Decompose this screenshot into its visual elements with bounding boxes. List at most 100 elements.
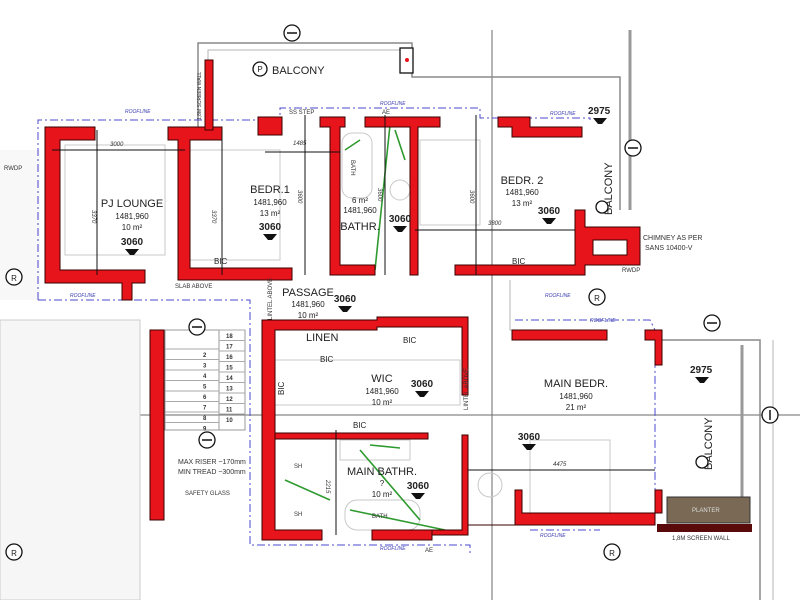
stair-step-number: 9 <box>203 427 207 433</box>
roofline-label: ROOFLINE <box>380 546 406 552</box>
dim-lounge-width: 3000 <box>110 142 124 148</box>
safety-glass-note: SAFETY GLASS <box>185 491 230 497</box>
roofline-label: ROOFLINE <box>540 533 566 539</box>
chimney-note: CHIMNEY AS PER <box>643 235 702 242</box>
wall-pj-lounge <box>44 126 146 301</box>
room-level: 1481,960 <box>343 206 377 215</box>
level-marker-icon <box>393 226 407 232</box>
lintel-above-note: LINTEL ABOVE <box>464 368 470 410</box>
dim-main-bathr-depth: 2215 <box>324 479 330 494</box>
floor-level: 3060 <box>121 237 144 248</box>
floor-level: 2975 <box>588 106 611 117</box>
grid-marker-r: R <box>5 268 23 286</box>
room-name: BEDR.1 <box>250 184 290 196</box>
room-pj-lounge: PJ LOUNGE 1481,960 10 m² 3060 <box>101 198 163 255</box>
annotations: BIC BIC BIC BIC BIC BIC LINEN SH SH BATH… <box>4 72 730 554</box>
room-main-bedr: MAIN BEDR. 1481,960 21 m² 3060 <box>518 378 608 450</box>
floor-level: 3060 <box>518 432 541 443</box>
ae-note: AE <box>382 110 390 116</box>
stair-step-number: 15 <box>226 366 233 372</box>
stair-step-number: 18 <box>226 334 233 340</box>
wall-main-bedr-top <box>511 329 663 366</box>
level-marker-icon <box>593 118 607 124</box>
planter <box>666 496 751 524</box>
room-area: 10 m² <box>298 311 319 320</box>
room-bedr1: BEDR.1 1481,960 13 m² 3060 <box>250 184 290 240</box>
room-passage: PASSAGE 1481,960 10 m² 3060 <box>282 287 356 320</box>
min-tread-note: MIN TREAD ~300mm <box>178 469 246 476</box>
room-main-bathr: MAIN BATHR. ? 10 m² 3060 <box>347 466 430 499</box>
room-area: 13 m² <box>512 199 533 208</box>
grid-marker-r: R <box>603 543 621 561</box>
lintel-above-note: LINTEL ABOVE <box>268 278 274 320</box>
svg-text:R: R <box>609 549 615 558</box>
bic-label: BIC <box>214 257 228 266</box>
floor-level: 3060 <box>334 294 357 305</box>
stair-step-number: 17 <box>226 345 233 351</box>
floor-level: 3060 <box>389 214 412 225</box>
wall-main-bathr-bottom <box>371 529 433 541</box>
stair-step-number: 14 <box>226 376 233 382</box>
bic-label: BIC <box>353 421 367 430</box>
bic-label: BIC <box>320 355 334 364</box>
room-level: 1481,960 <box>365 387 399 396</box>
floor-level: 2975 <box>690 365 713 376</box>
stair-step-number: 3 <box>203 364 207 370</box>
balcony-top: P BALCONY <box>252 61 325 77</box>
roof-lines <box>37 107 656 555</box>
balcony-marker-label: P <box>257 65 262 74</box>
grid-marker-h <box>624 139 642 157</box>
level-marker-icon <box>125 249 139 255</box>
room-level: 1481,960 <box>559 392 593 401</box>
walls <box>44 59 752 541</box>
grid-marker-h <box>283 24 301 42</box>
stair-step-number: 4 <box>203 374 207 380</box>
svg-text:R: R <box>11 549 17 558</box>
screen-wall-bottom <box>657 524 752 532</box>
room-level: 1481,960 <box>253 198 287 207</box>
stair-step-number: 2 <box>203 353 207 359</box>
floor-level: 3060 <box>259 222 282 233</box>
dimension-lines <box>52 115 655 535</box>
floor-level: 3060 <box>538 206 561 217</box>
wall-wic-bath <box>274 432 429 440</box>
room-area: 13 m² <box>260 209 281 218</box>
grid-marker-h <box>198 431 216 449</box>
grid-marker-r: R <box>588 288 606 306</box>
wall-bathr <box>319 116 376 276</box>
screen-wall-note: 1,8M SCREEN WALL <box>672 536 730 542</box>
rwdp-note: RWDP <box>622 268 640 274</box>
room-level: 1481,960 <box>505 188 539 197</box>
roofline-label: ROOFLINE <box>545 293 571 299</box>
chimney-note: SANS 10400-V <box>645 245 693 252</box>
ae-note: AE <box>425 548 433 554</box>
ss-step-note: SS STEP <box>289 110 314 116</box>
dim-bathr-depth: 3600 <box>376 188 382 202</box>
room-level: ? <box>380 479 385 488</box>
stair-step-number: 11 <box>226 408 233 414</box>
grid-marker-r: R <box>5 543 23 561</box>
balcony-right-upper: BALCONY 2975 <box>588 106 615 215</box>
shower-label: SH <box>294 464 302 470</box>
level-marker-icon <box>411 493 425 499</box>
stair-step-number: 6 <box>203 395 207 401</box>
stair-step-number: 8 <box>203 416 207 422</box>
max-riser-note: MAX RISER ~170mm <box>178 459 246 466</box>
svg-text:R: R <box>594 294 600 303</box>
grid-marker-i <box>761 406 779 424</box>
grid-marker-h <box>188 318 206 336</box>
shower-label: SH <box>294 512 302 518</box>
planter-label: PLANTER <box>692 508 720 514</box>
wall-bedr2-top <box>497 116 583 138</box>
rwdp-note: RWDP <box>4 166 22 172</box>
room-level: 1481,960 <box>291 300 325 309</box>
bic-label: BIC <box>512 257 526 266</box>
wall-stub <box>257 116 283 136</box>
room-area: 6 m² <box>352 196 368 205</box>
level-marker-icon <box>415 391 429 397</box>
level-marker-icon <box>263 234 277 240</box>
grid-markers: R R R R <box>5 24 779 561</box>
stair-step-number: 7 <box>203 406 207 412</box>
